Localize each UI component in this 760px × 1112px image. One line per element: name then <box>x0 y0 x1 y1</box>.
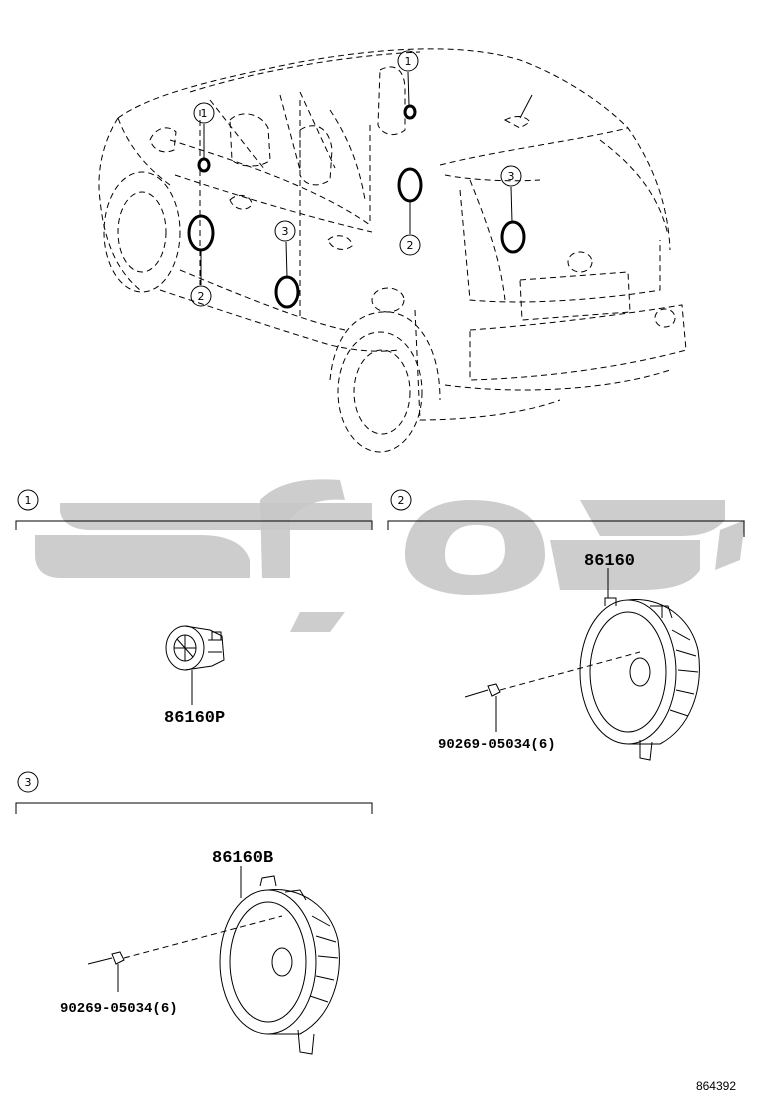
svg-text:3: 3 <box>282 225 289 238</box>
watermark-logo <box>35 479 745 632</box>
callout-2-lower-left: 2 <box>190 285 212 307</box>
bolt-90269-illustration <box>464 683 501 698</box>
svg-text:1: 1 <box>405 55 412 68</box>
section-2: 2 86160 90269-05034(6) <box>387 489 745 761</box>
svg-text:2: 2 <box>407 239 414 252</box>
svg-text:2: 2 <box>398 494 405 507</box>
callout-3-rear: 3 <box>500 165 522 187</box>
section-3: 3 86160B 90269-05034(6) <box>15 771 373 1055</box>
vehicle-illustration <box>98 48 687 453</box>
speaker-86160B-illustration <box>219 875 340 1055</box>
bolt-90269-illustration-2 <box>87 951 125 965</box>
callout-1-upper-right: 1 <box>397 50 419 72</box>
diagram-id: 864392 <box>696 1079 736 1093</box>
section-3-badge: 3 <box>17 771 39 793</box>
svg-text:1: 1 <box>25 494 32 507</box>
svg-text:3: 3 <box>25 776 32 789</box>
callout-2-mid-right: 2 <box>399 234 421 256</box>
section-2-badge: 2 <box>390 489 412 511</box>
section-2-bracket <box>387 520 745 537</box>
part-label-86160B: 86160B <box>212 849 273 868</box>
section-1: 1 86160P <box>15 489 373 728</box>
svg-text:1: 1 <box>201 107 208 120</box>
bolt-label-section-2: 90269-05034(6) <box>438 737 556 753</box>
callout-1-upper-left: 1 <box>193 102 215 124</box>
svg-text:2: 2 <box>198 290 205 303</box>
section-3-bracket <box>15 802 373 814</box>
section-1-badge: 1 <box>17 489 39 511</box>
part-label-86160P: 86160P <box>164 709 225 728</box>
part-label-86160: 86160 <box>584 552 635 571</box>
callout-3-mid: 3 <box>274 220 296 242</box>
tweeter-86160P-illustration <box>165 625 225 671</box>
bolt-label-section-3: 90269-05034(6) <box>60 1001 178 1017</box>
section-1-bracket <box>15 520 373 530</box>
speaker-86160-illustration <box>579 597 700 761</box>
svg-text:3: 3 <box>508 170 515 183</box>
